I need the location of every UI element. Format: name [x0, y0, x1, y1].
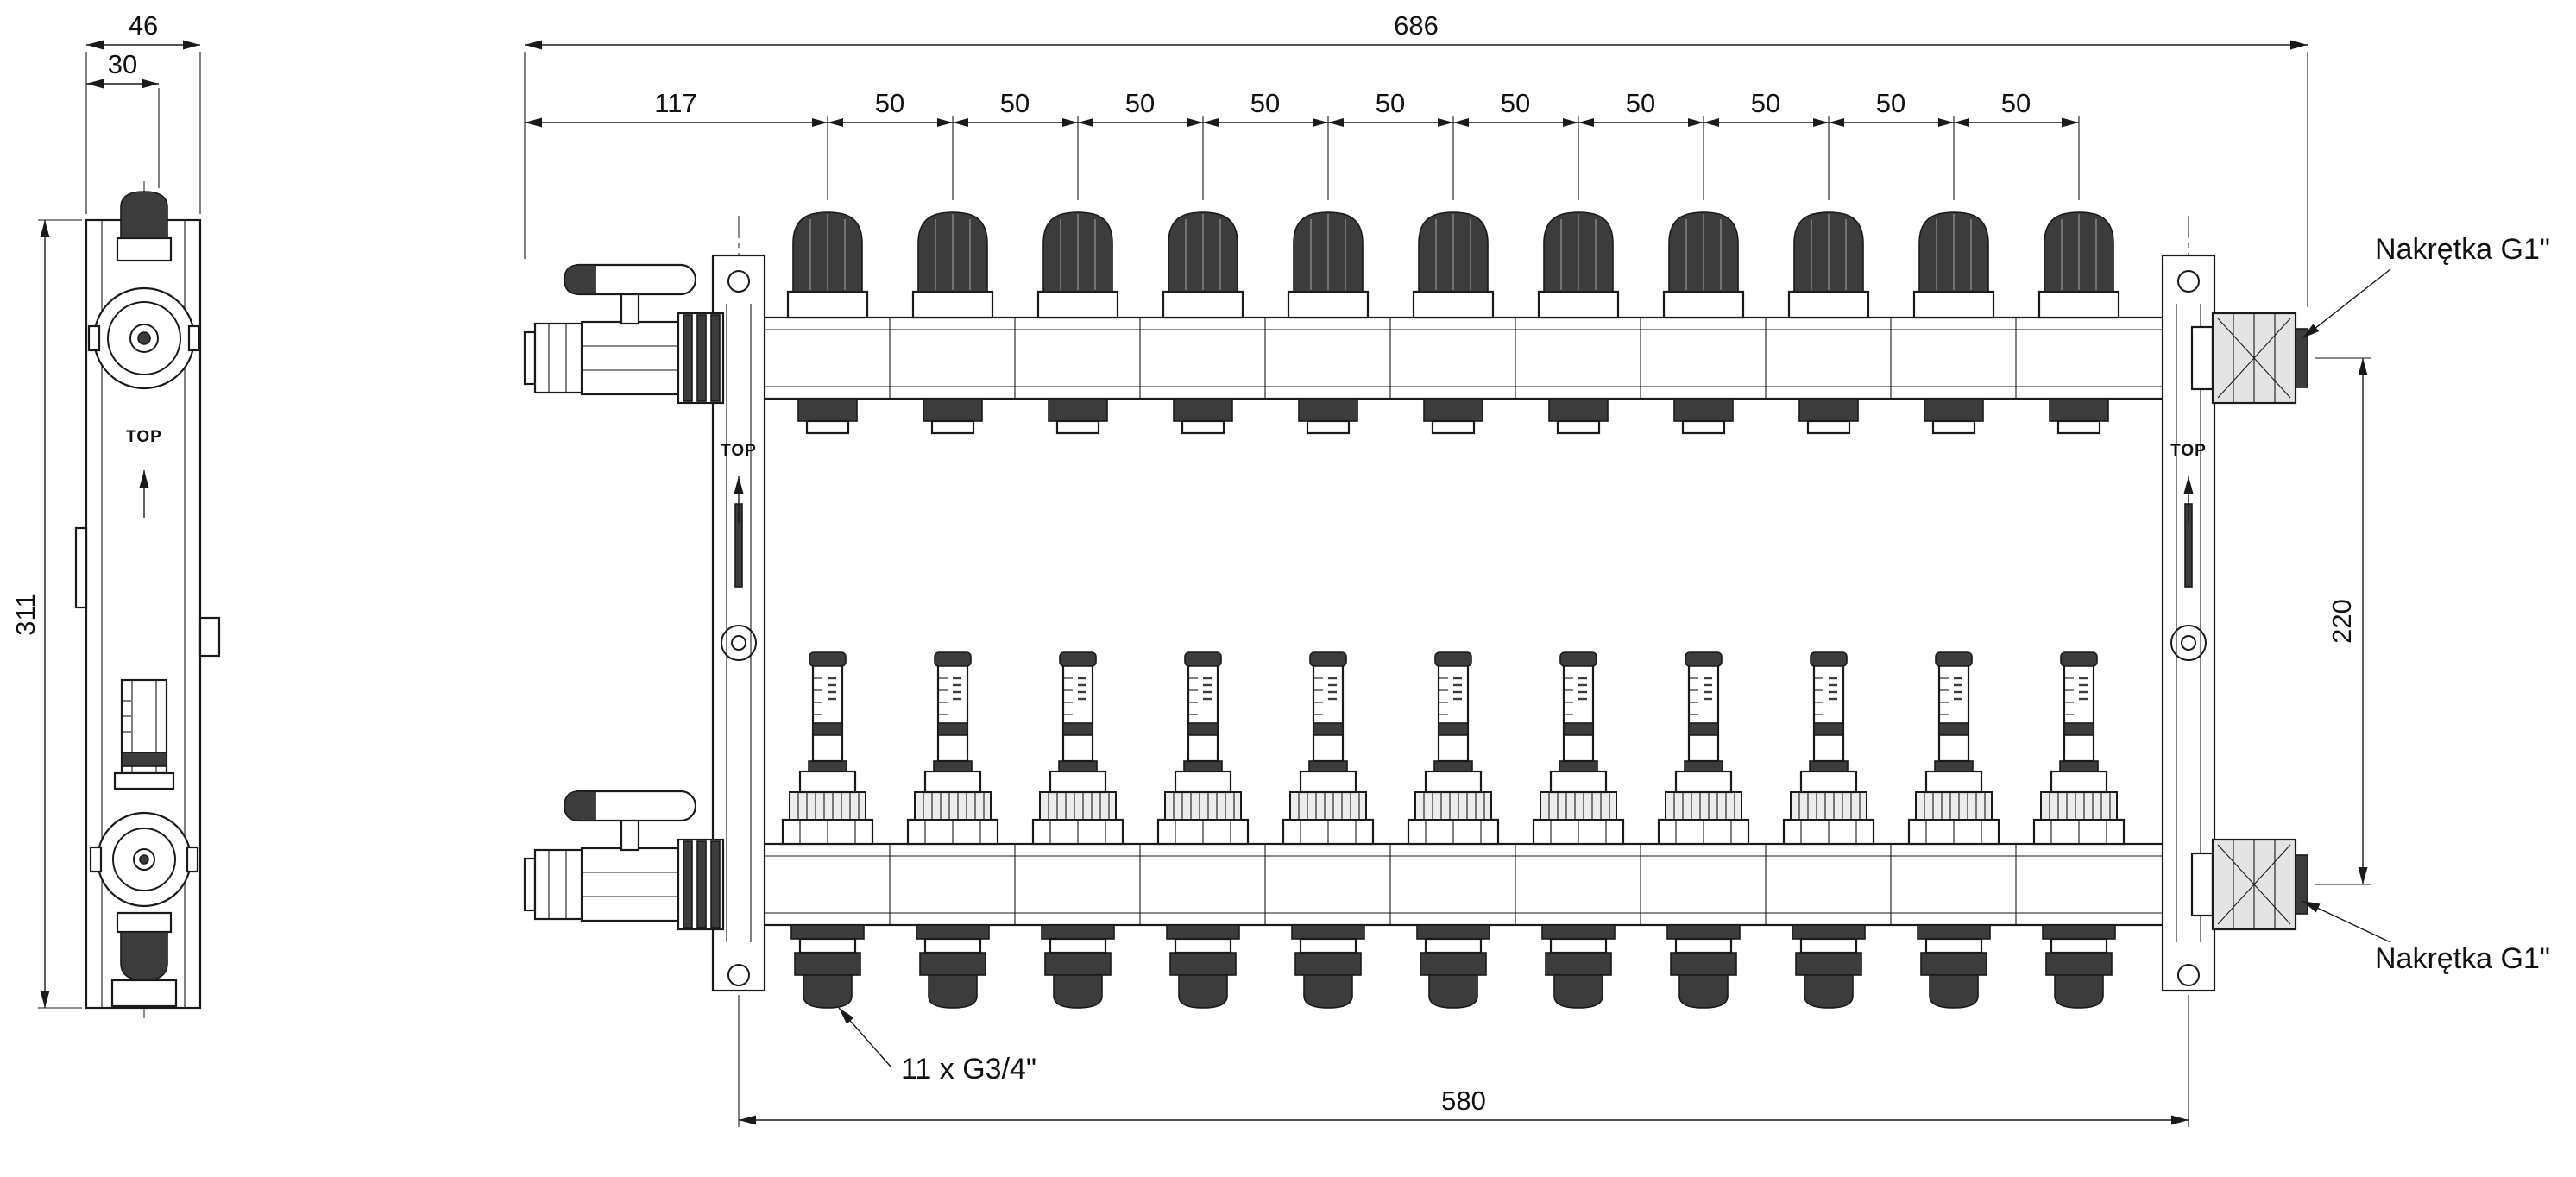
- label-nut-top: Nakrętka G1": [2375, 233, 2550, 266]
- side-view: TOP: [74, 181, 221, 1018]
- label-nut-bottom: Nakrętka G1": [2375, 942, 2550, 975]
- side-view-dimensions: 46 30 311: [10, 10, 201, 1009]
- dim-spacing-4: 50: [1250, 88, 1280, 118]
- dim-spacing-2: 50: [1000, 88, 1030, 118]
- front-view: TOP TOP: [523, 211, 2309, 1023]
- side-top-mark: TOP: [126, 428, 162, 446]
- dim-axis-height: 220: [2327, 599, 2357, 644]
- front-view-dimensions: 686 117 50 50 50 50 50 50 50 50 50 50 22…: [524, 10, 2371, 1127]
- dim-first-spacing: 117: [654, 88, 696, 118]
- dim-spacing-7: 50: [1626, 88, 1655, 118]
- dim-side-width: 46: [129, 10, 158, 41]
- bottom-manifold-bar: [734, 842, 2194, 927]
- dim-spacing-3: 50: [1125, 88, 1155, 118]
- dim-spacing-8: 50: [1751, 88, 1780, 118]
- dim-spacing-6: 50: [1501, 88, 1530, 118]
- dim-bracket-spacing: 580: [1441, 1086, 1486, 1116]
- bracket-right-top-mark: TOP: [2170, 442, 2207, 460]
- dim-spacing-5: 50: [1376, 88, 1405, 118]
- bracket-left-top-mark: TOP: [721, 442, 757, 460]
- dim-spacing-9: 50: [1876, 88, 1905, 118]
- dim-spacing-10: 50: [2001, 88, 2031, 118]
- label-outlet-thread: 11 x G3/4": [901, 1053, 1036, 1086]
- dim-side-offset: 30: [108, 49, 137, 79]
- dim-overall-width: 686: [1394, 10, 1439, 41]
- dim-side-height: 311: [10, 593, 41, 635]
- dim-spacing-1: 50: [875, 88, 904, 118]
- callouts: Nakrętka G1" Nakrętka G1" 11 x G3/4": [838, 233, 2550, 1086]
